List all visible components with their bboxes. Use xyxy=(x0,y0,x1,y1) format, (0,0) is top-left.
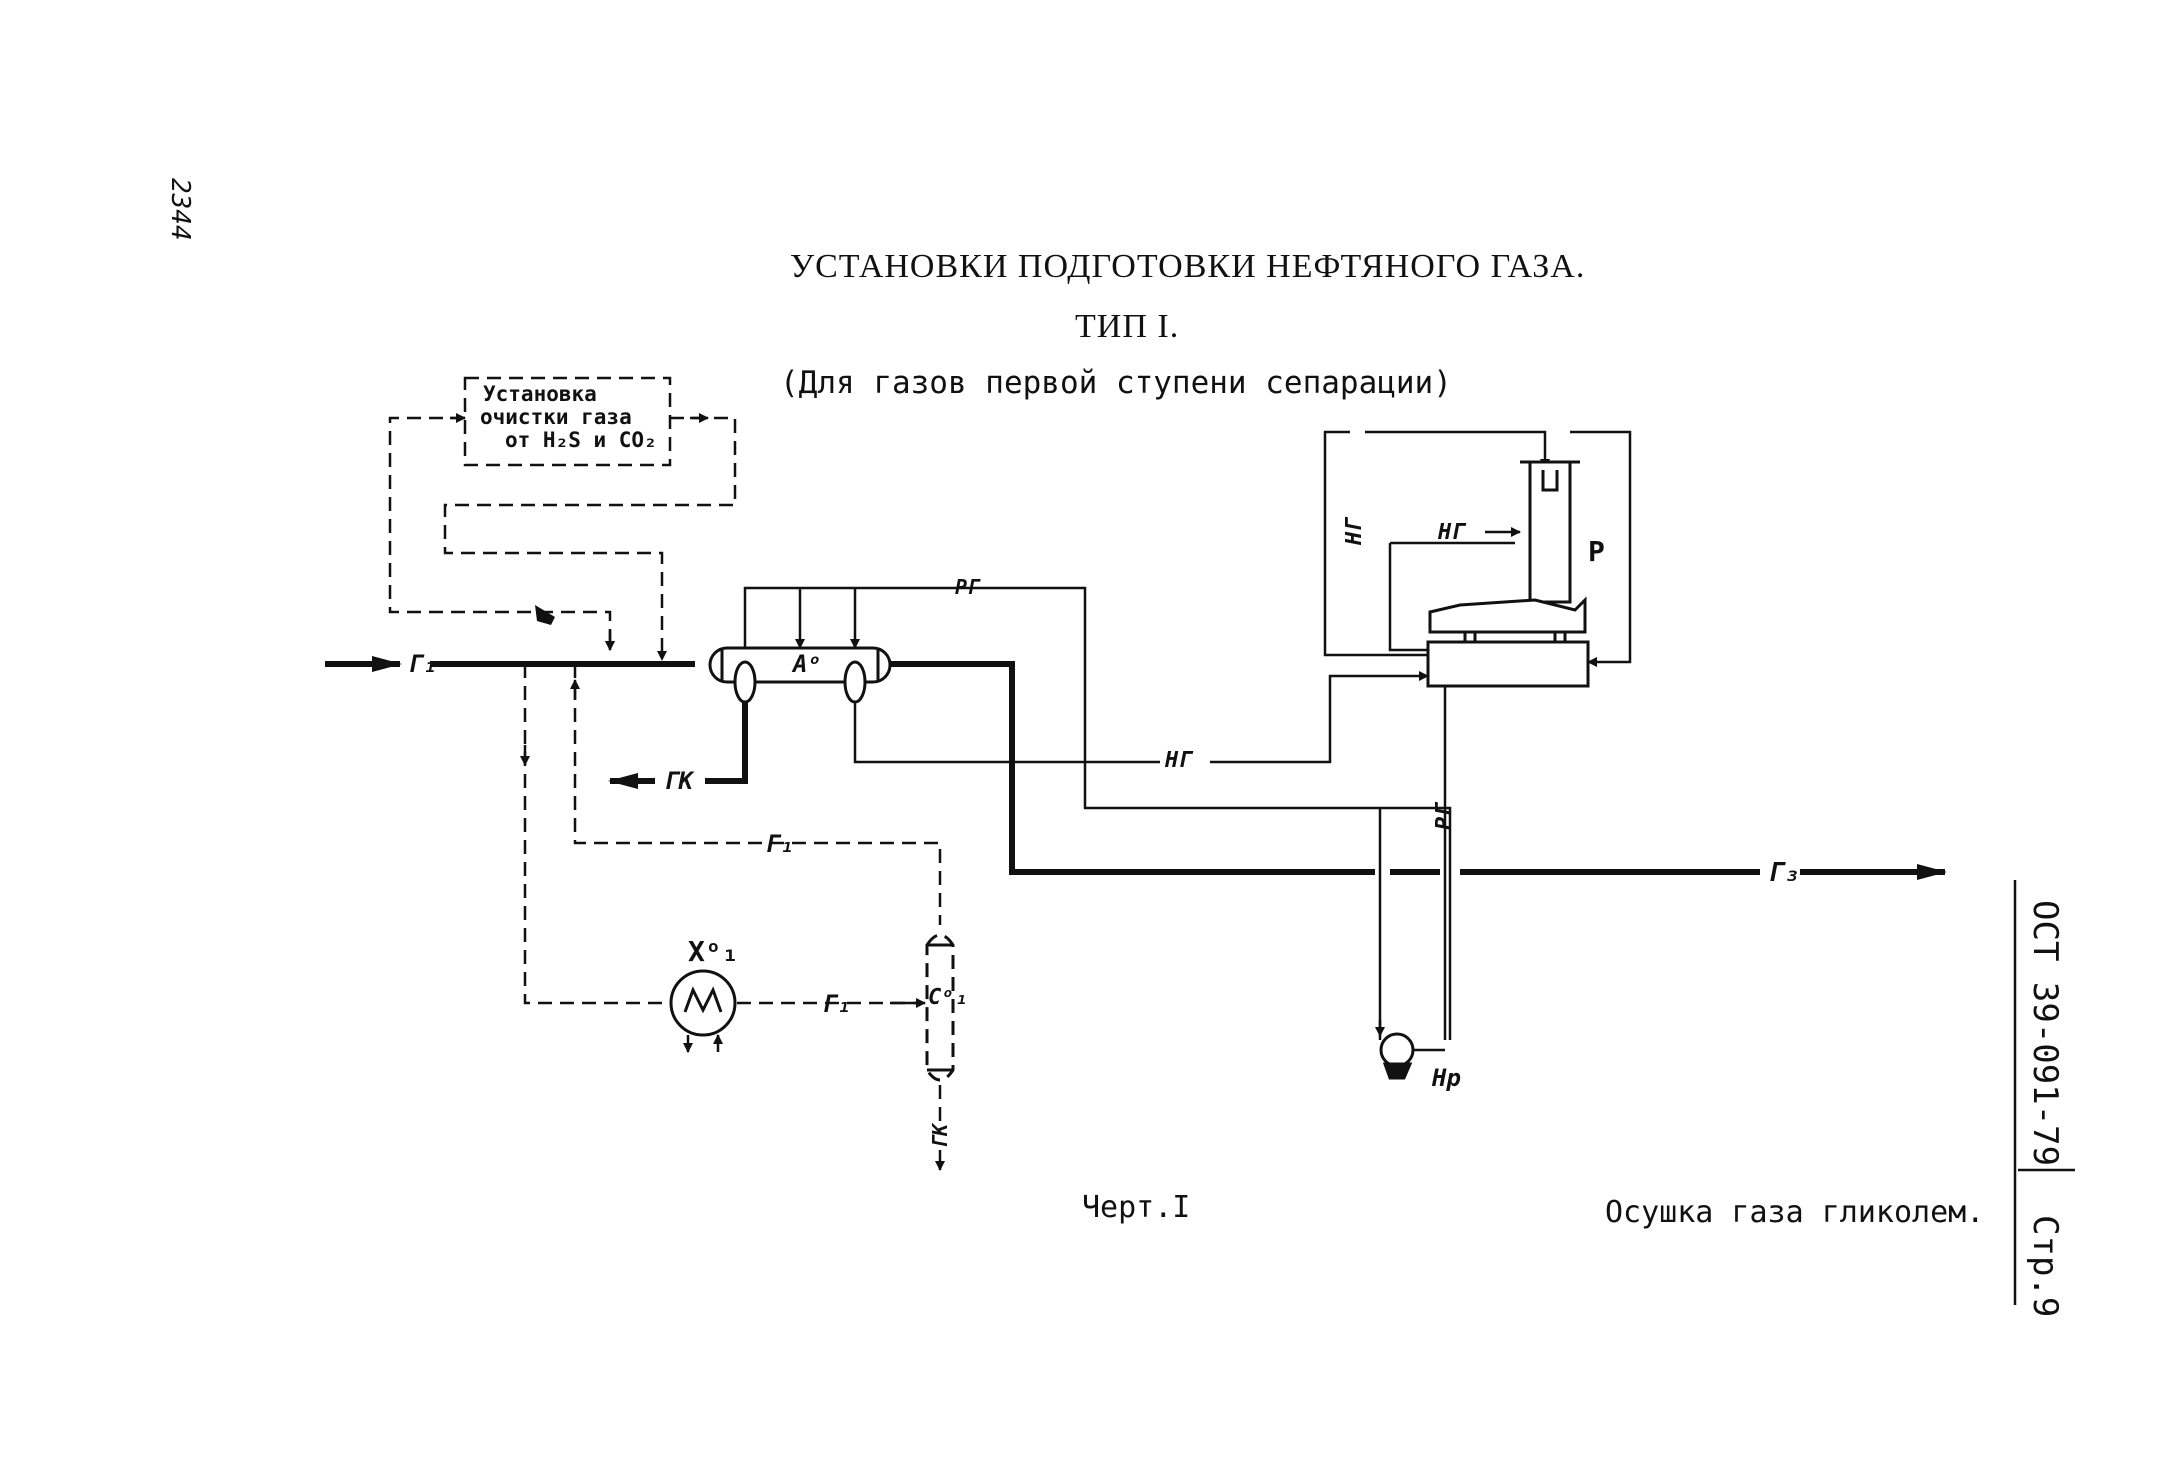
label-condensate-bottom: ГК xyxy=(928,1123,952,1148)
valve-symbol xyxy=(535,605,555,625)
label-pump: Нр xyxy=(1432,1064,1461,1092)
purification-box-line-3: от H₂S и CO₂ xyxy=(505,428,657,452)
purification-box-line-1: Установка xyxy=(483,382,597,406)
label-cooler: Xᵒ₁ xyxy=(688,935,739,968)
condensate-line-left xyxy=(608,702,748,789)
label-gas-g1-dashed: Г₁ xyxy=(765,830,794,858)
title-line-3: (Для газов первой ступени сепарации) xyxy=(780,365,1452,401)
purification-box-line-2: очистки газа xyxy=(480,405,632,429)
label-inlet-gas: Г₁ xyxy=(408,650,437,678)
label-regenerator: Р xyxy=(1588,535,1605,568)
side-frame xyxy=(2013,880,2075,1305)
label-rich-glycol-vertical: РГ xyxy=(1432,803,1457,831)
page-number: Стр.9 xyxy=(2025,1215,2065,1318)
label-separator: Сᵒ₁ xyxy=(928,985,968,1010)
title-line-1: УСТАНОВКИ ПОДГОТОВКИ НЕФТЯНОГО ГАЗА. xyxy=(790,248,1586,285)
rich-glycol-return xyxy=(1378,686,1447,1040)
dry-gas-outlet-line xyxy=(890,661,1947,880)
purification-dashed-lines xyxy=(388,416,737,661)
label-condensate-left: ГК xyxy=(664,767,693,795)
pump-symbol xyxy=(1379,1032,1415,1080)
standard-number: ОСТ 39-091-79 xyxy=(2025,900,2065,1167)
label-lean-glycol-bottom: НГ xyxy=(1165,748,1192,773)
drawing-number: Черт.I xyxy=(1082,1190,1191,1225)
label-rich-glycol-top: РГ xyxy=(955,575,980,599)
label-gas-g1-separator: Г₁ xyxy=(822,990,851,1018)
lean-glycol-line xyxy=(853,430,1550,764)
absorber-vessel xyxy=(708,646,892,704)
title-line-2: ТИП I. xyxy=(1075,308,1180,345)
regenerator-column xyxy=(1426,460,1590,688)
cooler-separator-dashed xyxy=(523,664,942,1005)
cooler-symbol xyxy=(669,969,737,1037)
regenerator-right-loop xyxy=(1570,430,1632,667)
glycol-feed-header xyxy=(743,586,1452,1040)
label-lean-glycol-vertical: НГ xyxy=(1342,518,1367,546)
drawing-caption: Осушка газа гликолем. xyxy=(1605,1195,1985,1230)
label-absorber: Aᵒ xyxy=(793,650,822,678)
label-outlet-gas: Г₃ xyxy=(1768,858,1800,888)
label-lean-glycol-regen: НГ xyxy=(1438,520,1465,545)
